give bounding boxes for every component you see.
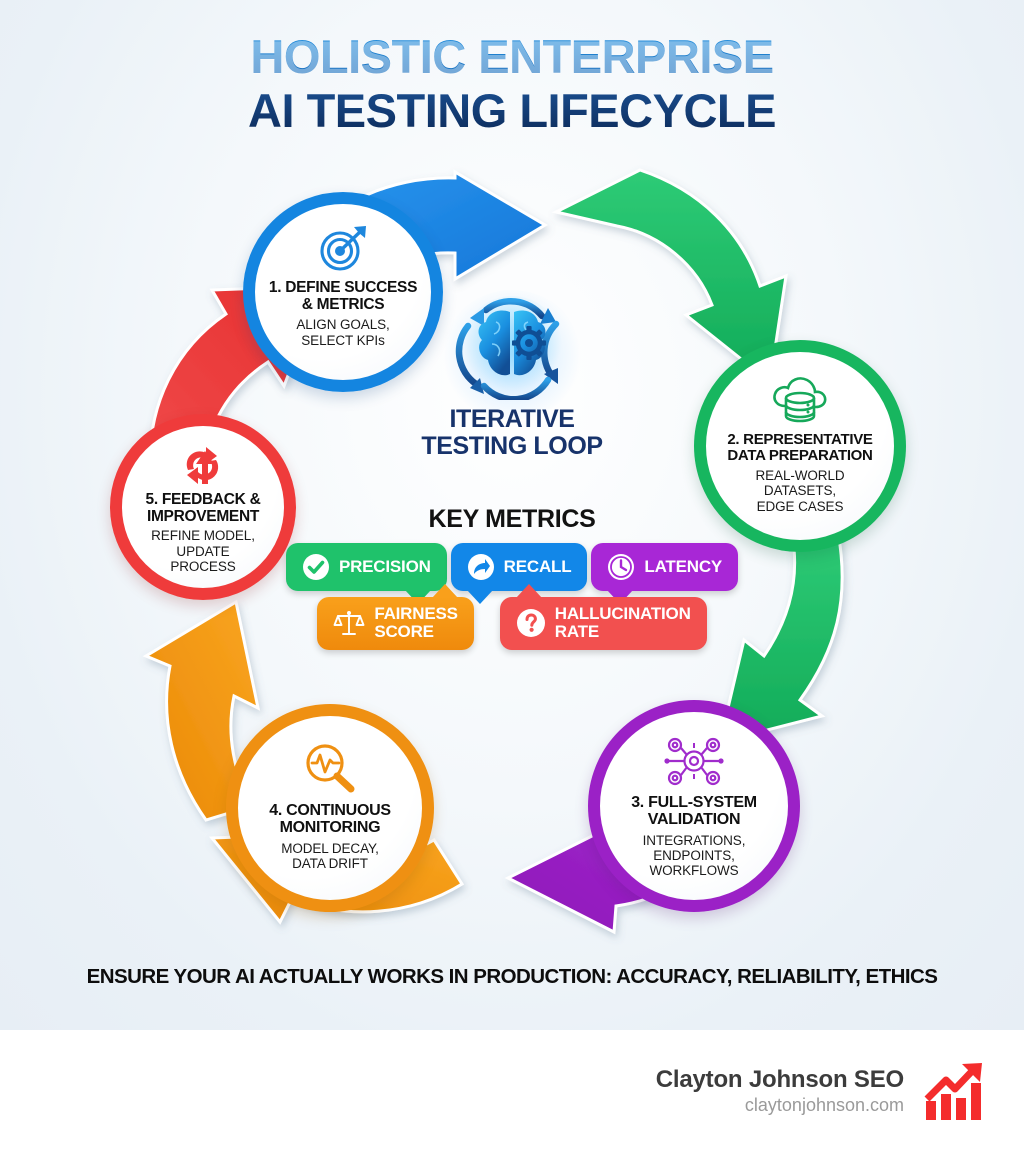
- metric-chip-latency[interactable]: LATENCY: [591, 543, 739, 604]
- page-title: HOLISTIC ENTERPRISE AI TESTING LIFECYCLE: [0, 33, 1024, 134]
- metric-label: HALLUCINATION RATE: [554, 604, 691, 642]
- step-title: 4. CONTINUOUS MONITORING: [269, 802, 391, 837]
- step-subtitle: REAL-WORLD DATASETS, EDGE CASES: [755, 468, 845, 514]
- step-node-define-success[interactable]: 1. DEFINE SUCCESS & METRICS ALIGN GOALS,…: [243, 192, 443, 392]
- metric-chip-precision[interactable]: PRECISION: [285, 543, 447, 604]
- magnifier-pulse-icon: [301, 740, 359, 794]
- metric-chip-recall[interactable]: RECALL: [450, 543, 588, 604]
- step-title: 3. FULL-SYSTEM VALIDATION: [631, 794, 757, 829]
- title-line-2: AI TESTING LIFECYCLE: [0, 87, 1024, 134]
- brain-gear-cycle-icon: [392, 296, 632, 403]
- key-metrics-chips: PRECISION RECALL: [0, 543, 1024, 650]
- metric-chip-hallucination-rate[interactable]: HALLUCINATION RATE: [499, 584, 707, 650]
- metric-label: RECALL: [503, 556, 572, 576]
- tagline: ENSURE YOUR AI ACTUALLY WORKS IN PRODUCT…: [86, 965, 938, 988]
- scales-icon: [333, 607, 365, 639]
- target-icon: [316, 224, 370, 274]
- gear-network-icon: [662, 734, 726, 788]
- step-subtitle: REFINE MODEL, UPDATE PROCESS: [151, 528, 255, 574]
- step-title: 2. REPRESENTATIVE DATA PREPARATION: [727, 431, 873, 465]
- arrow-step2-continuation: [551, 168, 788, 385]
- metric-chip-fairness-score[interactable]: FAIRNESS SCORE: [317, 584, 474, 650]
- clock-icon: [607, 553, 635, 581]
- step-subtitle: INTEGRATIONS, ENDPOINTS, WORKFLOWS: [642, 832, 746, 878]
- check-circle-icon: [302, 553, 330, 581]
- metric-label: PRECISION: [338, 556, 431, 576]
- step-title: 5. FEEDBACK & IMPROVEMENT: [145, 491, 261, 525]
- brand-url[interactable]: claytonjohnson.com: [744, 1095, 904, 1116]
- metric-label: FAIRNESS SCORE: [374, 604, 458, 642]
- step-title: 1. DEFINE SUCCESS & METRICS: [268, 279, 418, 313]
- step-node-continuous-monitoring[interactable]: 4. CONTINUOUS MONITORING MODEL DECAY, DA…: [226, 704, 434, 912]
- key-metrics-heading: KEY METRICS: [428, 505, 596, 533]
- question-circle-icon: [516, 608, 546, 638]
- step-node-full-system-validation[interactable]: 3. FULL-SYSTEM VALIDATION INTEGRATIONS, …: [588, 700, 800, 912]
- metric-label: LATENCY: [644, 556, 723, 576]
- title-line-1: HOLISTIC ENTERPRISE: [0, 33, 1024, 80]
- step-subtitle: MODEL DECAY, DATA DRIFT: [281, 840, 379, 871]
- brand-block: Clayton Johnson SEO claytonjohnson.com: [655, 1066, 904, 1117]
- cloud-database-icon: [769, 374, 831, 426]
- center-hub: ITERATIVE TESTING LOOP: [392, 290, 632, 460]
- brand-name: Clayton Johnson SEO: [655, 1066, 904, 1093]
- growth-bar-chart-icon: [922, 1061, 988, 1123]
- arrow-step2-to-step3: [717, 530, 844, 745]
- hub-label: ITERATIVE TESTING LOOP: [421, 405, 603, 460]
- footer-bar: Clayton Johnson SEO claytonjohnson.com: [0, 1030, 1024, 1154]
- refresh-cycle-icon: [178, 442, 228, 488]
- curved-arrow-icon: [467, 553, 495, 581]
- step-subtitle: ALIGN GOALS, SELECT KPIs: [296, 317, 390, 348]
